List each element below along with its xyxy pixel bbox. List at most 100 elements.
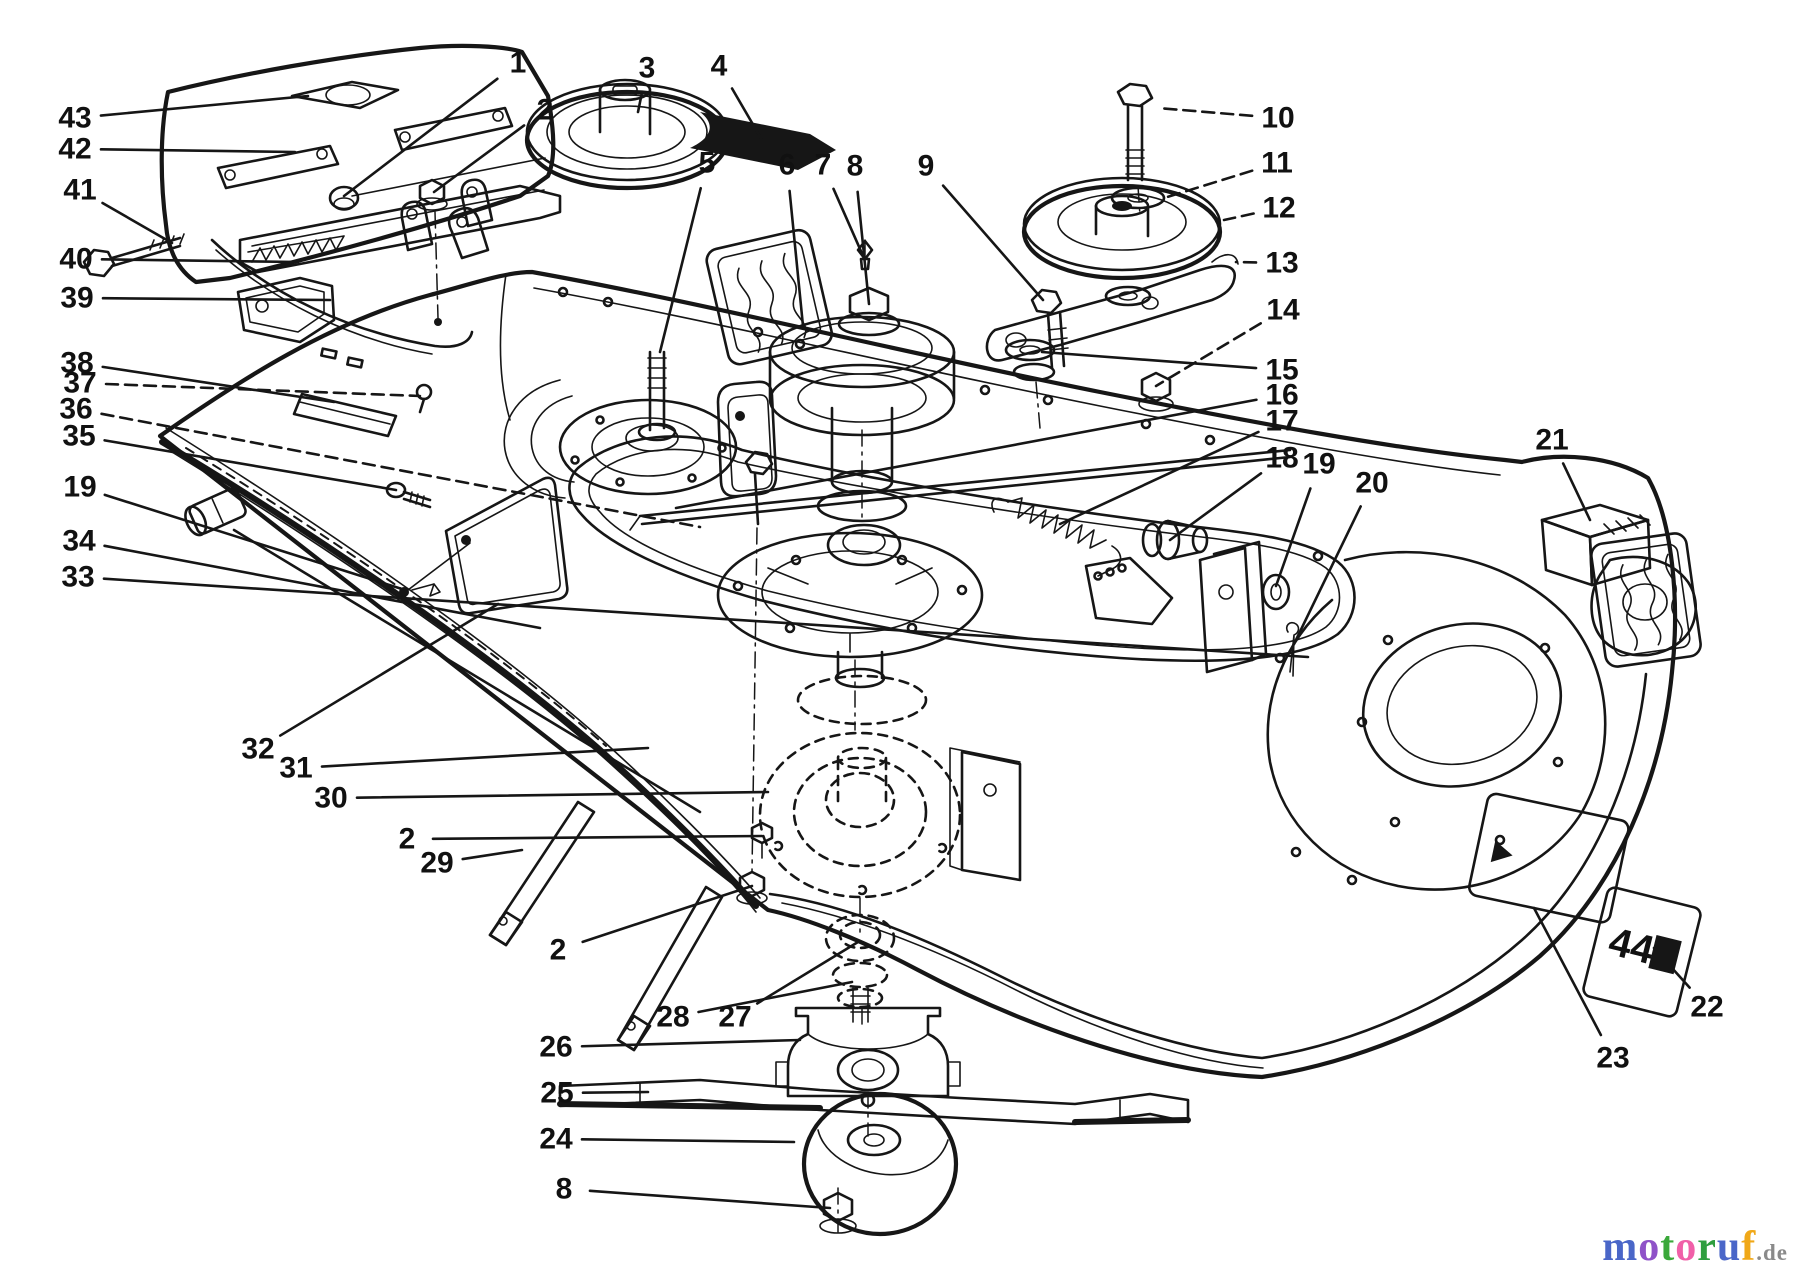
callout-13: 13 — [1265, 247, 1298, 280]
screw-37 — [415, 383, 433, 414]
right-baffle-assembly — [1540, 503, 1702, 668]
leader-line-29 — [461, 848, 524, 861]
callout-7: 7 — [815, 149, 832, 182]
spring-17 — [1007, 497, 1107, 549]
nut-1 — [328, 185, 360, 211]
leader-line-11 — [1162, 169, 1254, 200]
leader-line-2 — [431, 834, 764, 841]
nut-8-bottom — [819, 1191, 857, 1234]
watermark-suffix: .de — [1756, 1240, 1788, 1265]
leader-line-8 — [856, 190, 871, 306]
callout-16: 16 — [1265, 379, 1298, 412]
leader-line-19 — [1274, 487, 1312, 588]
leader-line-10 — [1156, 106, 1254, 118]
leader-line-23 — [1532, 906, 1603, 1037]
leader-line-12 — [1222, 212, 1255, 222]
leader-line-14 — [1154, 322, 1262, 388]
leader-line-9 — [941, 184, 1045, 302]
watermark-letter: o — [1675, 1224, 1698, 1270]
leader-line-22 — [1652, 946, 1691, 989]
blade-25 — [557, 1078, 1191, 1126]
deck-holes — [320, 286, 1564, 886]
callout-24: 24 — [539, 1123, 573, 1156]
callout-14: 14 — [1266, 294, 1300, 327]
callout-33: 33 — [61, 561, 94, 594]
callout-39: 39 — [60, 282, 93, 315]
callout-28: 28 — [656, 1001, 689, 1034]
spring-40 — [247, 235, 345, 263]
callout-25: 25 — [540, 1077, 573, 1110]
callout-34: 34 — [62, 525, 96, 558]
leader-line-38 — [101, 365, 336, 404]
leader-line-2 — [581, 884, 754, 944]
callout-10: 10 — [1261, 102, 1294, 135]
callout-40: 40 — [59, 243, 92, 276]
callout-22: 22 — [1690, 991, 1723, 1024]
callout-35: 35 — [62, 420, 95, 453]
side-plate — [399, 476, 569, 615]
leader-line-18 — [1168, 472, 1263, 542]
callout-6: 6 — [779, 149, 796, 182]
left-spindle — [558, 350, 778, 498]
pulley-3 — [524, 78, 730, 191]
leader-line-27 — [755, 940, 860, 1005]
leader-line-16 — [674, 398, 1258, 510]
leader-line-34 — [103, 544, 542, 630]
leader-line-21 — [1561, 462, 1592, 522]
callout-32: 32 — [241, 733, 274, 766]
leader-line-17 — [1058, 430, 1260, 526]
callout-4: 4 — [711, 50, 728, 83]
watermark-logo: motoruf.de — [1602, 1226, 1788, 1268]
callout-5: 5 — [699, 147, 716, 180]
watermark-letter: f — [1741, 1224, 1757, 1270]
callout-30: 30 — [314, 782, 347, 815]
size-decal-44: 44 — [1582, 886, 1702, 1018]
leader-line-41 — [101, 201, 174, 245]
leader-line-20 — [1292, 505, 1362, 646]
baffle-plate-a — [488, 800, 596, 947]
leader-line-33 — [102, 577, 1310, 659]
callout-18: 18 — [1265, 442, 1298, 475]
leader-line-15 — [1040, 350, 1258, 370]
callout-41: 41 — [63, 174, 96, 207]
callout-19: 19 — [1302, 448, 1335, 481]
flange-nut-2 — [416, 178, 448, 211]
leader-line-4 — [730, 87, 764, 142]
leader-line-30 — [355, 790, 770, 799]
leader-line-8 — [588, 1189, 832, 1210]
watermark-letter: m — [1602, 1224, 1639, 1270]
spindle-housing-26 — [775, 1006, 961, 1098]
callout-43: 43 — [58, 102, 91, 135]
callout-23: 23 — [1596, 1042, 1629, 1075]
callout-2: 2 — [399, 823, 416, 856]
leader-line-6 — [788, 189, 805, 328]
leader-line-42 — [99, 148, 297, 154]
callout-2: 2 — [550, 934, 567, 967]
callout-21: 21 — [1535, 424, 1568, 457]
watermark-letter: o — [1638, 1224, 1661, 1270]
leader-line-7 — [832, 187, 866, 260]
callout-9: 9 — [918, 150, 935, 183]
leader-line-24 — [580, 1138, 796, 1144]
watermark-letters: motoruf — [1602, 1224, 1756, 1270]
leader-line-5 — [658, 186, 703, 354]
leader-line-39 — [101, 296, 332, 302]
callout-15: 15 — [1265, 354, 1298, 387]
callout-8: 8 — [847, 150, 864, 183]
callout-12: 12 — [1262, 192, 1295, 225]
callout-11: 11 — [1261, 147, 1293, 180]
leader-line-40 — [100, 258, 300, 264]
belt-cover-assembly — [82, 43, 562, 344]
callout-36: 36 — [59, 393, 92, 426]
callout-38: 38 — [60, 347, 93, 380]
leader-line-19 — [103, 493, 404, 591]
arrow-decal — [1467, 792, 1630, 924]
leader-line-26 — [580, 1038, 802, 1048]
leader-line-2 — [432, 124, 526, 194]
callout-26: 26 — [539, 1031, 572, 1064]
leader-line-25 — [581, 1090, 650, 1095]
callout-8: 8 — [556, 1173, 573, 1206]
